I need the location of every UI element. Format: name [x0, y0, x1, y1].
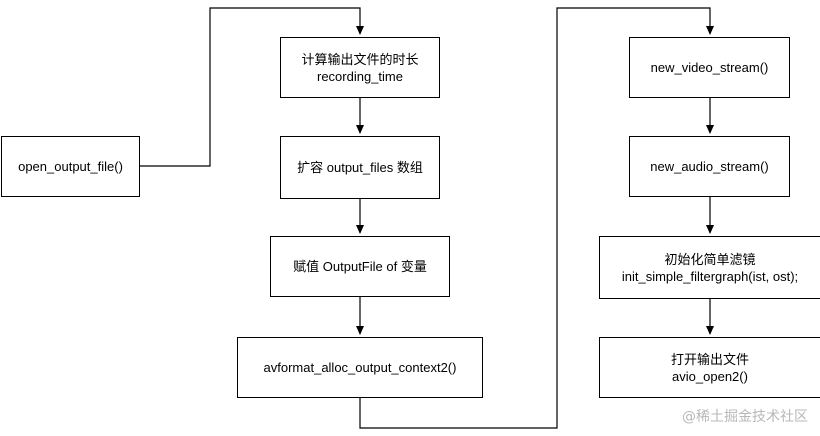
- node-label: new_audio_stream(): [650, 159, 769, 174]
- node-label: open_output_file(): [18, 159, 123, 174]
- connector-open-to-recording: [140, 7, 364, 167]
- node-assign-outputfile: 赋值 OutputFile of 变量: [270, 236, 450, 297]
- node-label: 扩容 output_files 数组: [297, 160, 423, 175]
- node-label: init_simple_filtergraph(ist, ost);: [621, 268, 799, 284]
- node-expand-output-files: 扩容 output_files 数组: [280, 136, 440, 199]
- node-label: 打开输出文件: [670, 351, 749, 367]
- node-avio-open: 打开输出文件 avio_open2(): [599, 337, 820, 398]
- node-label: avformat_alloc_output_context2(): [263, 360, 457, 375]
- node-new-audio-stream: new_audio_stream(): [629, 136, 790, 197]
- watermark-text: @稀土掘金技术社区: [682, 409, 808, 425]
- node-label: 初始化简单滤镜: [664, 251, 756, 267]
- node-label: avio_open2(): [672, 368, 748, 384]
- node-label: new_video_stream(): [650, 60, 769, 75]
- node-label: recording_time: [317, 68, 403, 84]
- node-label: 计算输出文件的时长: [301, 51, 419, 67]
- connector-avformat-to-video: [359, 7, 714, 429]
- node-label: 赋值 OutputFile of 变量: [293, 259, 427, 274]
- node-new-video-stream: new_video_stream(): [629, 37, 790, 98]
- node-avformat-alloc: avformat_alloc_output_context2(): [237, 337, 483, 398]
- node-recording-time: 计算输出文件的时长 recording_time: [280, 37, 440, 98]
- node-open-output-file: open_output_file(): [1, 136, 140, 197]
- node-init-filtergraph: 初始化简单滤镜 init_simple_filtergraph(ist, ost…: [599, 236, 820, 299]
